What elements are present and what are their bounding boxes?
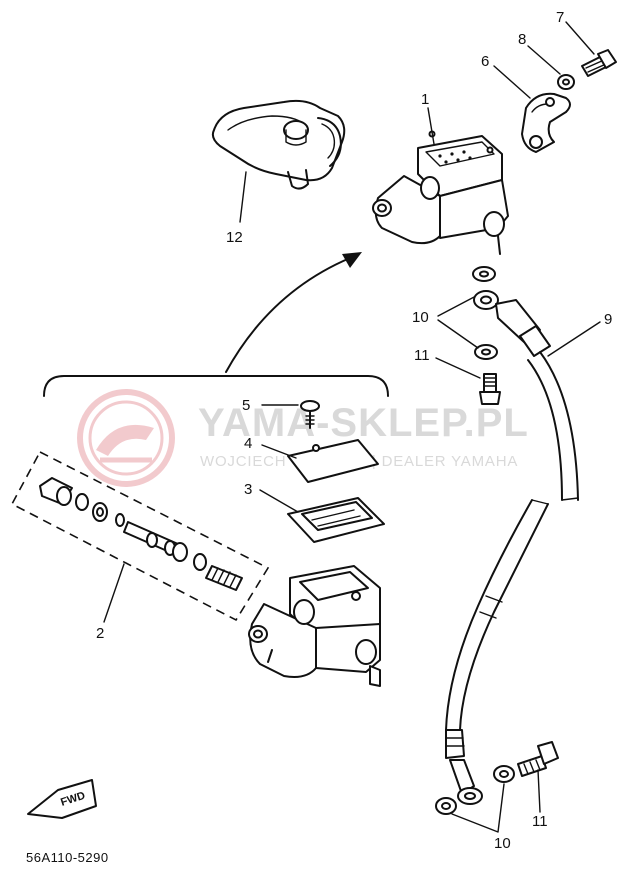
leader-3 [259,489,299,513]
callout-10-bottom: 10 [494,835,511,852]
part-3-diaphragm [287,497,385,543]
callout-4: 4 [244,435,252,452]
leader-12 [239,171,247,223]
callout-11-bottom: 11 [532,813,548,830]
callout-12: 12 [226,229,243,246]
callout-11-top: 11 [414,347,430,364]
leader-11-bottom [537,769,541,813]
part-9-brake-hose [445,290,579,805]
group-bracket [43,375,389,397]
part-8-washer [557,74,575,90]
leader-7 [565,21,595,55]
part-2-piston-kit [10,450,270,622]
callout-7: 7 [556,9,564,26]
callout-8: 8 [518,31,526,48]
assembly-arrow [225,257,351,373]
part-10-washers-bottom [435,765,515,815]
callout-10-top: 10 [412,309,429,326]
watermark-logo-icon [77,389,175,487]
callout-3: 3 [244,481,252,498]
part-5-screw [300,400,320,429]
part-10-washers-top [472,266,498,360]
watermark: YAMA-SKLEP.PL WOJCIECH OŁOWICZ | DEALER … [77,389,529,487]
callout-5: 5 [242,397,250,414]
leader-4 [261,444,297,459]
leader-10-bottom [451,783,505,833]
leader-11-top [435,357,481,379]
part-11-union-bolt-bottom [517,741,559,777]
leader-2 [103,563,125,623]
leader-8 [527,45,561,75]
leader-1 [427,107,435,145]
fwd-arrow-icon: FWD [27,779,97,819]
part-1-master-cylinder-body [248,565,381,687]
part-11-union-bolt-top [479,373,501,405]
part-1-master-cylinder-top [372,130,509,255]
part-4-plate [287,439,379,483]
diagram-code: 56A110-5290 [26,850,109,865]
callout-9: 9 [604,311,612,328]
leader-10-top [437,295,479,349]
leader-9 [547,321,601,357]
callout-1: 1 [421,91,429,108]
part-7-bolt [581,49,617,77]
leader-6 [493,65,531,99]
arrow-head-icon [342,252,362,268]
part-12-lever-cover [211,99,346,190]
watermark-title: YAMA-SKLEP.PL [198,401,529,445]
callout-6: 6 [481,53,489,70]
callout-2: 2 [96,625,104,642]
part-6-holder [521,92,571,153]
